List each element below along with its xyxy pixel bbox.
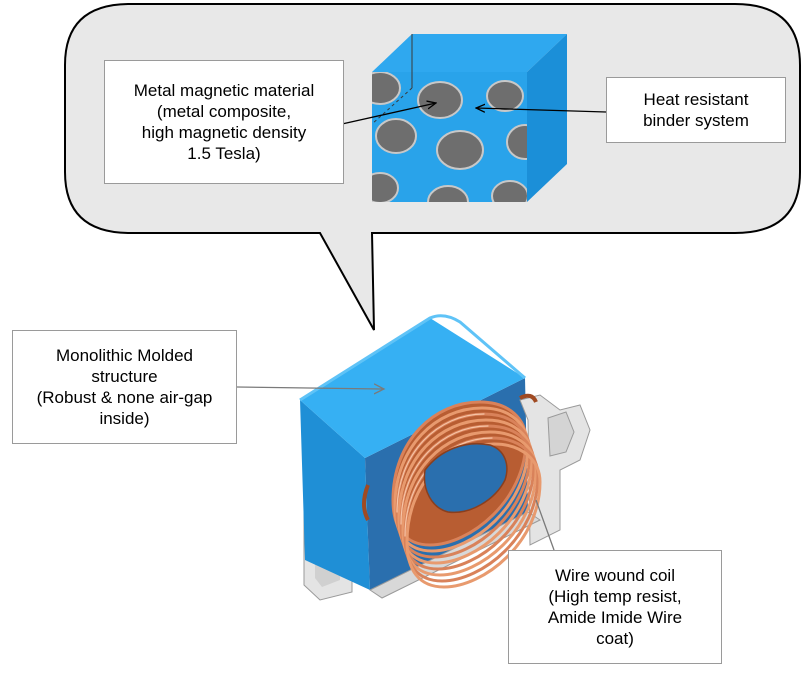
wire-end-left bbox=[362, 484, 370, 521]
composite-material-cube bbox=[371, 34, 567, 202]
leader-monolithic bbox=[236, 387, 384, 389]
cube-side-face bbox=[527, 34, 567, 202]
body-side-face bbox=[300, 400, 370, 590]
metal-particle bbox=[372, 172, 399, 202]
wire-coil bbox=[391, 400, 542, 589]
wire-wound-coil-text: Wire wound coil (High temp resist, Amide… bbox=[547, 566, 683, 648]
monolithic-molded-structure-text: Monolithic Molded structure (Robust & no… bbox=[36, 346, 213, 428]
metal-particle bbox=[372, 72, 401, 105]
metal-particle bbox=[506, 124, 527, 160]
metal-particle bbox=[375, 118, 417, 154]
heat-resistant-binder-text: Heat resistant binder system bbox=[643, 90, 749, 130]
metal-particle bbox=[491, 180, 527, 202]
cube-top-face bbox=[372, 34, 567, 72]
leader-binder bbox=[476, 108, 607, 112]
body-top-rounded-edge bbox=[299, 314, 526, 402]
metal-particle bbox=[486, 80, 524, 112]
leader-metal-material bbox=[341, 103, 436, 125]
metal-magnetic-material-text: Metal magnetic material (metal composite… bbox=[133, 81, 315, 163]
body-top-face bbox=[300, 318, 525, 458]
leader-wire-coil bbox=[535, 499, 555, 551]
monolithic-molded-structure-label: Monolithic Molded structure (Robust & no… bbox=[12, 330, 237, 444]
metal-particle bbox=[436, 130, 484, 170]
metal-magnetic-material-label: Metal magnetic material (metal composite… bbox=[104, 60, 344, 184]
heat-resistant-binder-label: Heat resistant binder system bbox=[606, 77, 786, 143]
right-terminal-tab bbox=[547, 411, 575, 457]
wire-wound-coil-label: Wire wound coil (High temp resist, Amide… bbox=[508, 550, 722, 664]
metal-particle bbox=[417, 81, 463, 119]
metal-particle bbox=[427, 185, 469, 202]
wire-end-right bbox=[519, 393, 538, 403]
